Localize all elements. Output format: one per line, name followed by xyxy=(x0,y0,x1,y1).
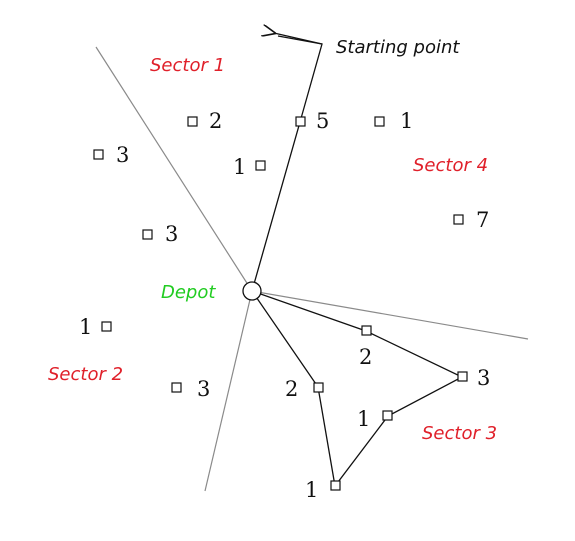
customer-demand-label: 7 xyxy=(476,208,489,232)
customer-node xyxy=(295,116,306,127)
depot-label: Depot xyxy=(161,282,216,303)
customer-node xyxy=(374,116,385,127)
sector-dividers xyxy=(95,46,529,492)
divider-sector-2-3 xyxy=(204,290,253,492)
customer-demand-label: 3 xyxy=(477,366,490,390)
starting-point-label: Starting point xyxy=(336,37,460,58)
sector-4-label: Sector 4 xyxy=(413,155,488,176)
divider-sector-1-2 xyxy=(95,46,253,292)
demand-labels: 2 5 1 3 1 7 3 1 3 2 2 3 1 1 xyxy=(79,109,490,502)
customer-node xyxy=(453,214,464,225)
customers xyxy=(93,116,468,491)
route-sector-3-outer xyxy=(250,289,464,488)
customer-demand-label: 1 xyxy=(400,109,413,133)
customer-node xyxy=(93,149,104,160)
depot-node xyxy=(242,281,262,301)
customer-node xyxy=(142,229,153,240)
customer-node xyxy=(101,321,112,332)
starting-point-arrow xyxy=(274,33,323,45)
customer-demand-label: 2 xyxy=(209,109,222,133)
sector-labels: Sector 1 Sector 2 Sector 3 Sector 4 xyxy=(48,55,497,444)
customer-demand-label: 2 xyxy=(359,345,372,369)
sector-1-label: Sector 1 xyxy=(150,55,225,76)
customer-demand-label: 2 xyxy=(285,377,298,401)
customer-node xyxy=(313,382,324,393)
customer-demand-label: 3 xyxy=(116,143,129,167)
customer-demand-label: 5 xyxy=(316,109,329,133)
customer-node xyxy=(255,160,266,171)
customer-demand-label: 3 xyxy=(165,222,178,246)
customer-demand-label: 3 xyxy=(197,377,210,401)
customer-node xyxy=(361,325,372,336)
divider-sector-3-4 xyxy=(251,290,529,340)
sector-3-label: Sector 3 xyxy=(422,423,497,444)
customer-demand-label: 1 xyxy=(357,407,370,431)
customer-node xyxy=(187,116,198,127)
customer-node xyxy=(330,480,341,491)
customer-node xyxy=(171,382,182,393)
customer-node xyxy=(457,371,468,382)
customer-demand-label: 1 xyxy=(233,155,246,179)
customer-demand-label: 1 xyxy=(79,315,92,339)
route-sector-4 xyxy=(251,35,323,292)
customer-node xyxy=(382,410,393,421)
customer-demand-label: 1 xyxy=(305,478,318,502)
sector-2-label: Sector 2 xyxy=(48,364,123,385)
